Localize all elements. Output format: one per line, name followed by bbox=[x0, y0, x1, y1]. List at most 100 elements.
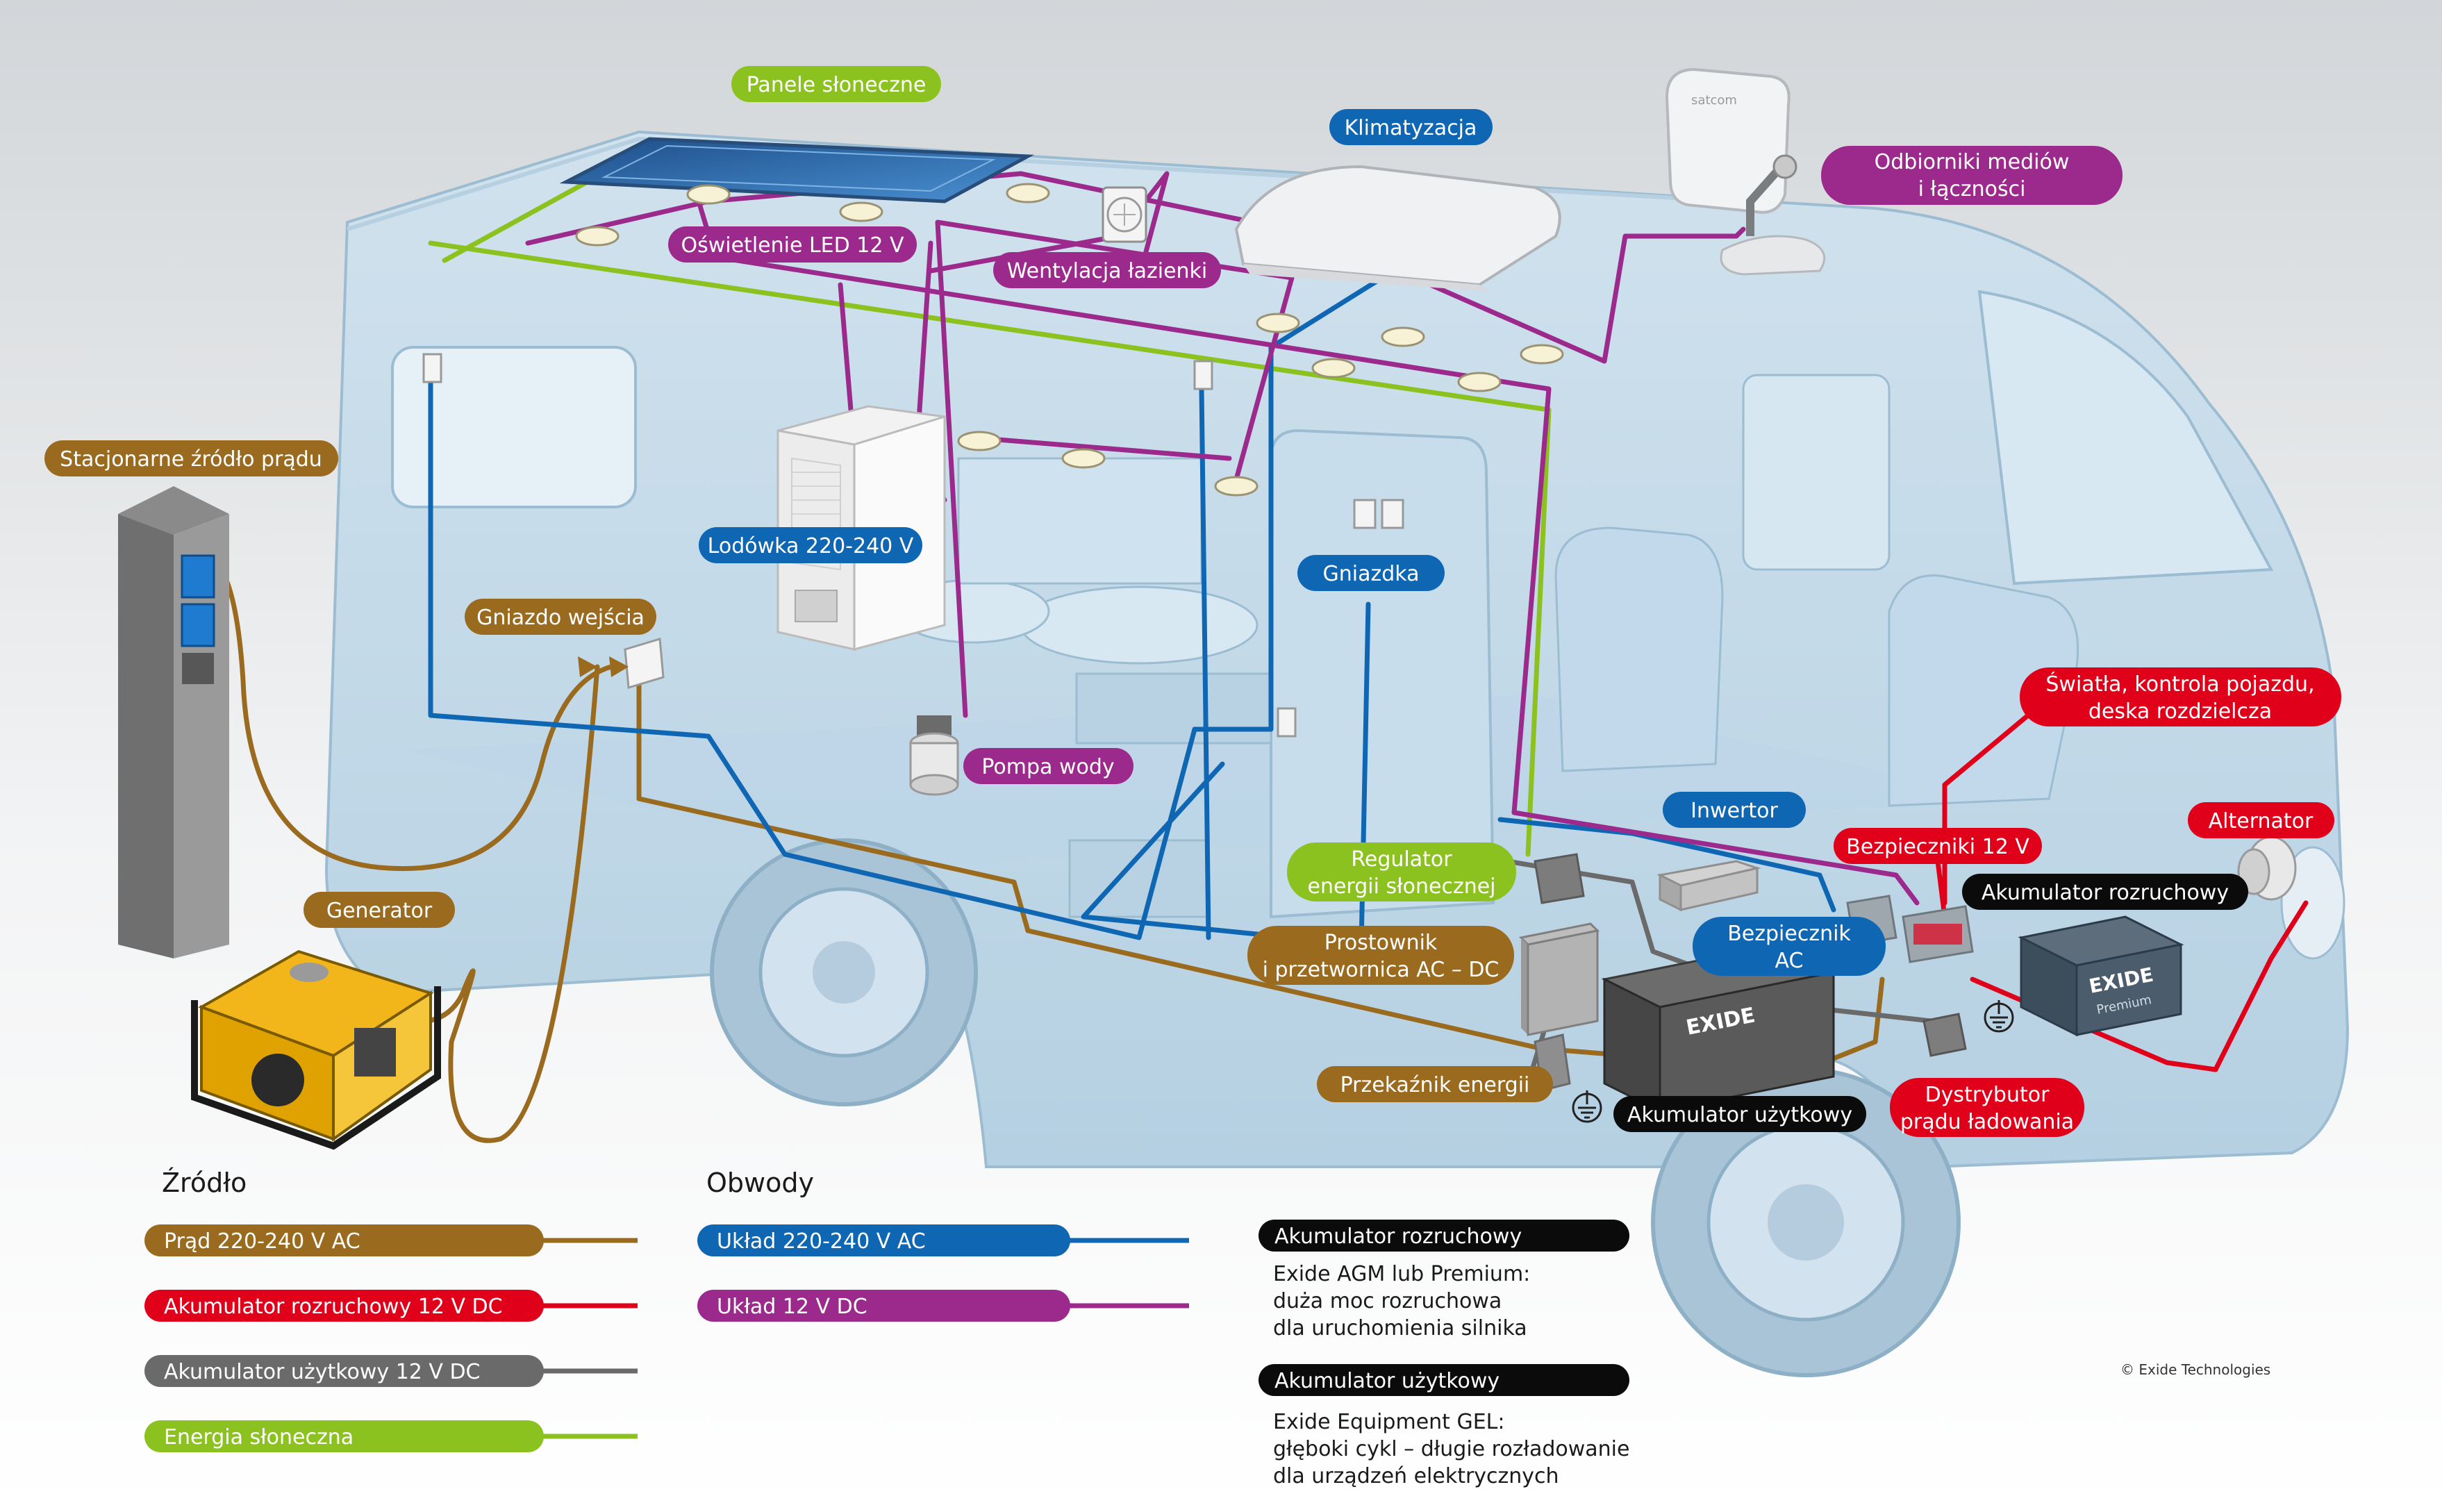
legend-circuits: Układ 220-240 V AC Układ 12 V DC bbox=[697, 1224, 1189, 1322]
svg-text:energii słonecznej: energii słonecznej bbox=[1307, 874, 1495, 899]
solar-panel bbox=[559, 137, 1035, 203]
svg-text:Inwertor: Inwertor bbox=[1691, 799, 1778, 823]
inverter bbox=[1656, 860, 1761, 912]
legend-item-solar: Energia słoneczna bbox=[144, 1420, 638, 1452]
legend-pill bbox=[144, 1290, 544, 1322]
air-conditioner bbox=[1234, 165, 1561, 292]
svg-text:Regulator: Regulator bbox=[1351, 847, 1452, 872]
svg-text:Pompa wody: Pompa wody bbox=[981, 755, 1114, 779]
legend-item-ac_circuit: Układ 220-240 V AC bbox=[697, 1224, 1189, 1256]
legend-circuits-heading: Obwody bbox=[706, 1168, 814, 1198]
svg-text:Stacjonarne źródło prądu: Stacjonarne źródło prądu bbox=[60, 447, 322, 472]
copyright: © Exide Technologies bbox=[2120, 1361, 2270, 1378]
svg-text:Akumulator użytkowy: Akumulator użytkowy bbox=[1627, 1103, 1852, 1127]
label-starter-battery: Akumulator rozruchowy bbox=[1962, 874, 2248, 910]
label-fuses-12v: Bezpieczniki 12 V bbox=[1834, 828, 2042, 864]
info-leisure-line-2: głęboki cykl – długie rozładowanie bbox=[1273, 1437, 1629, 1461]
label-solar-panels: Panele słoneczne bbox=[731, 66, 941, 102]
svg-text:Gniazdo wejścia: Gniazdo wejścia bbox=[476, 606, 645, 630]
legend-label: Akumulator rozruchowy 12 V DC bbox=[164, 1295, 503, 1319]
wire-ac-circuit bbox=[428, 275, 1836, 947]
legend-label: Prąd 220-240 V AC bbox=[164, 1229, 360, 1254]
info-leisure-title: Akumulator użytkowy bbox=[1274, 1369, 1500, 1393]
info-leisure-battery: Akumulator użytkowy Exide Equipment GEL:… bbox=[1259, 1364, 1629, 1488]
legend-pill bbox=[144, 1355, 544, 1387]
svg-text:Odbiorniki mediów: Odbiorniki mediów bbox=[1875, 150, 2070, 174]
info-starter-line-3: dla uruchomienia silnika bbox=[1273, 1316, 1527, 1340]
svg-text:Prostownik: Prostownik bbox=[1324, 931, 1438, 955]
callouts: Panele słoneczne Klimatyzacja Odbiorniki… bbox=[44, 66, 2341, 1137]
legend-pill bbox=[144, 1224, 544, 1256]
rear-wheel bbox=[710, 838, 978, 1106]
legend-label: Układ 12 V DC bbox=[717, 1295, 867, 1319]
wire-ac-source bbox=[206, 553, 614, 872]
info-leisure-line-1: Exide Equipment GEL: bbox=[1273, 1410, 1505, 1434]
legend-item-ac_source: Prąd 220-240 V AC bbox=[144, 1224, 638, 1256]
label-air-conditioning: Klimatyzacja bbox=[1329, 109, 1493, 145]
label-vehicle-lights: Światła, kontrola pojazdu, deska rozdzie… bbox=[2020, 667, 2341, 726]
inlet-socket bbox=[624, 638, 665, 689]
alternator bbox=[2237, 836, 2297, 901]
charge-distributor-box bbox=[1922, 1013, 1967, 1057]
label-generator: Generator bbox=[304, 892, 455, 928]
power-post bbox=[118, 486, 229, 958]
label-rectifier: Prostownik i przetwornica AC – DC bbox=[1247, 926, 1514, 985]
label-sockets: Gniazdka bbox=[1297, 555, 1445, 591]
svg-text:Przekaźnik energii: Przekaźnik energii bbox=[1340, 1073, 1530, 1097]
label-bathroom-vent: Wentylacja łazienki bbox=[993, 252, 1221, 288]
legend-label: Energia słoneczna bbox=[164, 1425, 354, 1449]
svg-text:Akumulator rozruchowy: Akumulator rozruchowy bbox=[1982, 881, 2229, 905]
legend-label: Akumulator użytkowy 12 V DC bbox=[164, 1360, 481, 1384]
info-starter-battery: Akumulator rozruchowy Exide AGM lub Prem… bbox=[1259, 1220, 1629, 1340]
svg-text:prądu ładowania: prądu ładowania bbox=[1900, 1110, 2074, 1134]
label-energy-relay: Przekaźnik energii bbox=[1317, 1066, 1553, 1102]
svg-text:Dystrybutor: Dystrybutor bbox=[1925, 1083, 2050, 1107]
inlet-arrows bbox=[578, 656, 629, 677]
legend-sources: Prąd 220-240 V AC Akumulator rozruchowy 1… bbox=[144, 1224, 638, 1452]
legend-source-heading: Źródło bbox=[162, 1168, 247, 1198]
legend-item-dc_circuit: Układ 12 V DC bbox=[697, 1290, 1189, 1322]
svg-text:Panele słoneczne: Panele słoneczne bbox=[747, 73, 927, 97]
bathroom-vent bbox=[1102, 186, 1147, 243]
legend-item-starter_12v: Akumulator rozruchowy 12 V DC bbox=[144, 1290, 638, 1322]
svg-text:Klimatyzacja: Klimatyzacja bbox=[1345, 116, 1477, 140]
svg-text:AC: AC bbox=[1775, 949, 1804, 973]
motorhome-body bbox=[324, 130, 2350, 1377]
water-pump bbox=[909, 715, 959, 796]
label-fridge: Lodówka 220-240 V bbox=[699, 527, 922, 563]
legend-label: Układ 220-240 V AC bbox=[717, 1229, 926, 1254]
legend-item-leisure_12v: Akumulator użytkowy 12 V DC bbox=[144, 1355, 638, 1387]
label-charge-distributor: Dystrybutor prądu ładowania bbox=[1890, 1078, 2084, 1137]
wall-sockets bbox=[422, 353, 1404, 738]
legend-pill bbox=[144, 1420, 544, 1452]
front-wheel bbox=[1651, 1067, 1961, 1377]
svg-text:deska rozdzielcza: deska rozdzielcza bbox=[2088, 699, 2272, 724]
svg-text:Lodówka 220-240 V: Lodówka 220-240 V bbox=[708, 534, 914, 558]
info-starter-title: Akumulator rozruchowy bbox=[1274, 1224, 1522, 1249]
label-alternator: Alternator bbox=[2188, 802, 2334, 838]
info-starter-line-1: Exide AGM lub Premium: bbox=[1273, 1262, 1530, 1286]
info-starter-line-2: duża moc rozruchowa bbox=[1273, 1289, 1502, 1313]
label-leisure-battery: Akumulator użytkowy bbox=[1613, 1096, 1866, 1132]
svg-text:Światła, kontrola pojazdu,: Światła, kontrola pojazdu, bbox=[2045, 671, 2314, 697]
ground-symbols bbox=[1572, 1000, 2014, 1123]
svg-text:Alternator: Alternator bbox=[2209, 809, 2314, 833]
label-inlet-socket: Gniazdo wejścia bbox=[465, 599, 656, 635]
label-water-pump: Pompa wody bbox=[963, 748, 1133, 784]
satellite-dish: satcom bbox=[1665, 67, 1826, 276]
info-leisure-line-3: dla urządzeń elektrycznych bbox=[1273, 1464, 1559, 1488]
label-inverter: Inwertor bbox=[1663, 792, 1806, 828]
legend-pill bbox=[697, 1224, 1070, 1256]
satcom-text: satcom bbox=[1691, 93, 1737, 108]
svg-text:i przetwornica AC – DC: i przetwornica AC – DC bbox=[1263, 958, 1500, 982]
svg-text:Bezpieczniki 12 V: Bezpieczniki 12 V bbox=[1846, 835, 2029, 859]
svg-text:Oświetlenie LED 12 V: Oświetlenie LED 12 V bbox=[681, 233, 904, 258]
svg-text:Wentylacja łazienki: Wentylacja łazienki bbox=[1007, 259, 1208, 283]
label-ac-fuse: Bezpiecznik AC bbox=[1693, 917, 1886, 976]
svg-text:Bezpiecznik: Bezpiecznik bbox=[1727, 922, 1851, 946]
led-lights bbox=[575, 183, 1564, 497]
legend: Źródło Obwody Prąd 220-240 V AC Akumulato… bbox=[144, 1168, 1189, 1452]
starter-battery: EXIDE Premium bbox=[2018, 915, 2184, 1037]
label-media-receivers: Odbiorniki mediów i łączności bbox=[1821, 146, 2123, 205]
